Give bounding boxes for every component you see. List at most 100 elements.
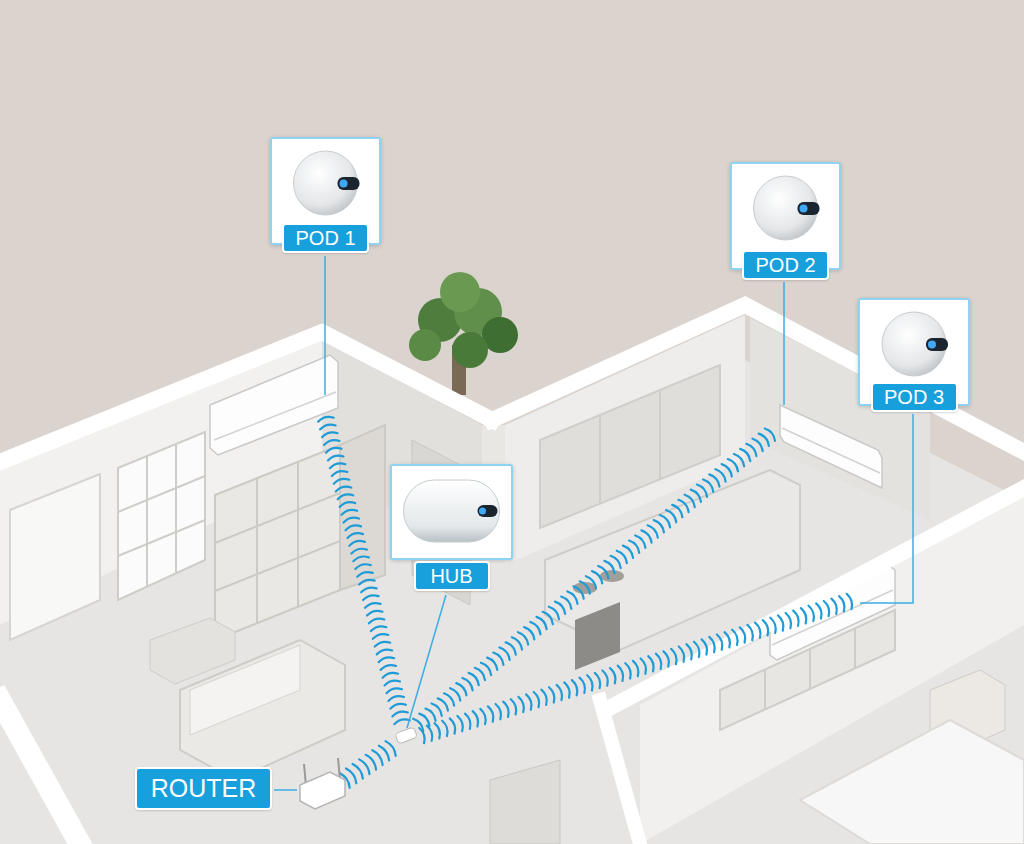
wireless-wave: [648, 525, 658, 537]
wireless-wave: [685, 495, 695, 507]
pod-led: [338, 177, 360, 190]
wireless-wave: [847, 594, 852, 609]
shelf: [340, 425, 385, 590]
wireless-wave: [320, 425, 336, 430]
wall-top: [0, 332, 492, 462]
device-name: POD 1: [282, 223, 369, 253]
wall-face: [0, 315, 1024, 844]
leader-line: [407, 595, 446, 728]
wireless-wave: [635, 535, 645, 547]
wireless-wave: [536, 617, 546, 629]
window: [118, 432, 205, 600]
wireless-wave: [349, 541, 365, 546]
wireless-wave: [357, 572, 373, 577]
wireless-wave: [564, 682, 569, 697]
bedroom-furniture: [764, 670, 766, 710]
wireless-wave: [786, 613, 791, 628]
device-label: ROUTER: [135, 767, 272, 810]
wireless-wave: [717, 635, 722, 650]
wireless-wave: [671, 649, 676, 664]
wireless-wave: [725, 632, 730, 647]
pod-led: [798, 202, 820, 215]
wireless-wave: [353, 557, 369, 562]
wireless-wave: [465, 714, 470, 729]
wireless-wave: [740, 627, 745, 642]
wireless-wave: [732, 630, 737, 645]
hub-led: [479, 508, 486, 515]
wireless-wave: [328, 456, 344, 461]
wireless-wave: [363, 595, 379, 600]
pod-led: [340, 180, 348, 188]
wireless-wave: [660, 515, 670, 527]
wireless-wave: [623, 546, 633, 558]
wireless-wave: [326, 448, 342, 453]
wireless-wave: [371, 626, 387, 631]
wireless-wave: [355, 564, 371, 569]
wireless-wave: [625, 663, 630, 678]
kitchen: [575, 602, 620, 670]
wireless-wave: [496, 704, 501, 719]
sofa: [150, 618, 345, 780]
wireless-wave: [367, 611, 383, 616]
wireless-wave: [549, 687, 554, 702]
bedroom-furniture: [800, 720, 1024, 844]
wireless-wave: [511, 699, 516, 714]
wireless-wave: [353, 764, 363, 779]
wireless-wave: [678, 500, 688, 512]
air-conditioner: [214, 392, 336, 440]
wireless-wave: [480, 709, 485, 724]
wall-top: [0, 305, 1024, 844]
air-conditioner: [782, 428, 880, 473]
hub-icon: [404, 480, 500, 542]
wireless-wave: [419, 728, 424, 743]
wireless-wave: [534, 692, 539, 707]
wireless-wave: [580, 581, 590, 593]
leader-line: [860, 414, 913, 603]
wireless-wave: [740, 449, 750, 461]
wireless-wave: [377, 650, 393, 655]
wireless-wave: [654, 520, 664, 532]
device-name: POD 2: [742, 250, 829, 280]
wall-top: [600, 700, 640, 844]
wireless-wave: [332, 471, 348, 476]
wireless-wave: [752, 439, 762, 451]
wireless-wave: [567, 591, 577, 603]
door: [490, 760, 560, 844]
window: [118, 476, 205, 512]
wireless-wave: [641, 530, 651, 542]
wireless-wave: [372, 750, 382, 765]
wireless-wave: [641, 658, 646, 673]
device-name: POD 3: [871, 382, 958, 412]
air-conditioner: [772, 590, 893, 645]
kitchen: [600, 570, 624, 582]
window: [10, 474, 100, 640]
wireless-wave: [702, 639, 707, 654]
plant: [452, 332, 488, 368]
wireless-wave: [338, 494, 354, 499]
wireless-wave: [475, 668, 485, 680]
wireless-wave: [518, 632, 528, 644]
wireless-wave: [765, 429, 775, 441]
wireless-wave: [493, 653, 503, 665]
wireless-wave: [351, 549, 367, 554]
window: [146, 456, 148, 587]
hub-led: [478, 505, 498, 517]
wireless-wave: [587, 675, 592, 690]
wireless-wave: [648, 656, 653, 671]
wireless-wave: [715, 469, 725, 481]
wireless-wave: [462, 678, 472, 690]
wireless-wave: [656, 654, 661, 669]
wireless-wave: [746, 444, 756, 456]
wireless-wave: [801, 608, 806, 623]
wireless-wave: [793, 611, 798, 626]
wireless-wave: [672, 505, 682, 517]
wireless-wave: [506, 642, 516, 654]
shelf: [215, 493, 340, 543]
wireless-wave: [629, 541, 639, 553]
plant: [440, 272, 480, 312]
wireless-wave: [561, 597, 571, 609]
wireless-wave: [633, 661, 638, 676]
wireless-wave: [722, 464, 732, 476]
wireless-waves: [318, 417, 852, 788]
